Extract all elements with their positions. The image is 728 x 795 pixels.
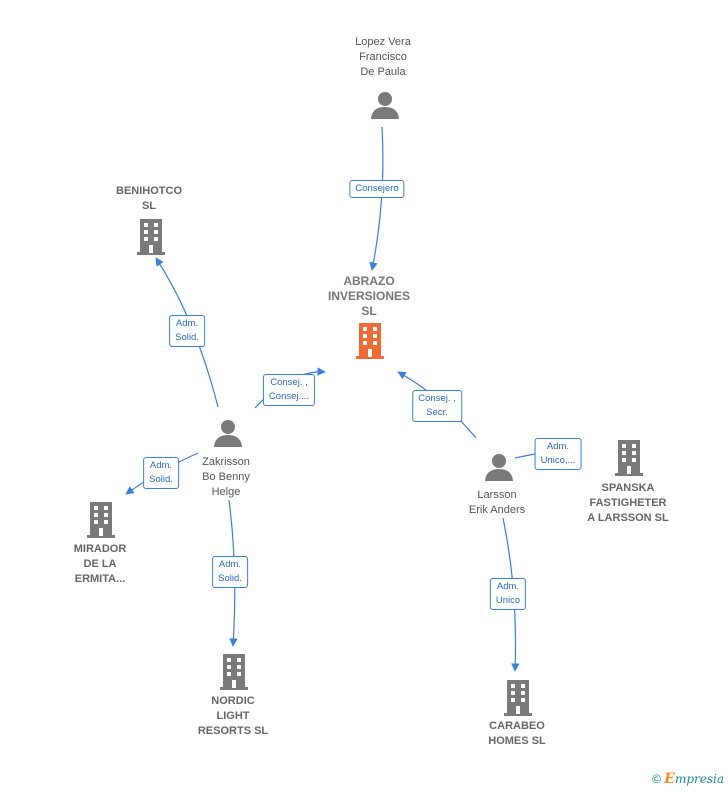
node-label-line: Zakrisson xyxy=(202,456,250,468)
building-icon[interactable] xyxy=(86,502,116,543)
node-label-line: Larsson xyxy=(477,489,517,501)
node-label-line: BENIHOTCO xyxy=(116,185,182,197)
building-icon[interactable] xyxy=(614,440,644,481)
person-icon[interactable] xyxy=(213,418,243,453)
edge-label-larsson-carabeo[interactable]: Adm. Unico xyxy=(489,578,527,610)
logo-initial: E xyxy=(664,771,675,787)
node-label-line: De Paula xyxy=(360,66,406,78)
node-label-benihotco[interactable]: BENIHOTCO SL xyxy=(116,184,182,214)
node-label-line: HOMES SL xyxy=(488,735,546,747)
edge-label-line: Consej. , xyxy=(418,393,456,404)
node-label-line: LIGHT xyxy=(216,710,250,722)
person-icon[interactable] xyxy=(484,452,514,487)
node-label-line: SPANSKA xyxy=(601,482,655,494)
person-icon[interactable] xyxy=(370,90,400,125)
node-label-line: DE LA xyxy=(83,558,117,570)
node-label-larsson[interactable]: Larsson Erik Anders xyxy=(469,488,525,518)
edge-label-line: Consejero xyxy=(355,183,399,194)
node-label-abrazo[interactable]: ABRAZO INVERSIONES SL xyxy=(328,274,410,319)
node-label-line: Francisco xyxy=(359,51,407,63)
node-label-line: SL xyxy=(361,304,377,318)
copyright-symbol: © xyxy=(652,772,661,786)
edge-label-line: Solid. xyxy=(149,474,173,485)
edge-label-line: Adm. xyxy=(149,460,173,471)
copyright-notice: © Empresia xyxy=(652,771,724,787)
edge-label-line: Adm. xyxy=(175,318,199,329)
building-icon[interactable] xyxy=(219,654,249,695)
node-label-line: A LARSSON SL xyxy=(587,512,669,524)
node-label-line: NORDIC xyxy=(211,695,255,707)
node-label-zakrisson[interactable]: Zakrisson Bo Benny Helge xyxy=(202,455,250,500)
node-label-line: Lopez Vera xyxy=(355,36,411,48)
edge-label-zakrisson-abrazo[interactable]: Consej. , Consej.... xyxy=(262,374,316,406)
edge-label-zakrisson-mirador[interactable]: Adm. Solid. xyxy=(143,457,179,489)
node-label-line: CARABEO xyxy=(489,720,545,732)
node-label-line: INVERSIONES xyxy=(327,289,411,303)
node-label-nordic[interactable]: NORDIC LIGHT RESORTS SL xyxy=(198,694,268,739)
edge-label-line: Solid. xyxy=(218,573,242,584)
building-icon[interactable] xyxy=(355,323,385,364)
building-icon[interactable] xyxy=(503,680,533,721)
edge-label-line: Secr. xyxy=(426,407,448,418)
node-label-line: ERMITA... xyxy=(74,573,126,585)
edge-label-larsson-spanska[interactable]: Adm. Unico,... xyxy=(534,438,582,470)
node-label-spanska[interactable]: SPANSKA FASTIGHETER A LARSSON SL xyxy=(587,481,669,526)
node-label-line: Bo Benny xyxy=(202,471,250,483)
edge-label-line: Solid. xyxy=(175,332,199,343)
edge-label-zakrisson-nordic[interactable]: Adm. Solid. xyxy=(212,556,248,588)
edge-label-line: Adm. xyxy=(218,559,242,570)
node-label-line: RESORTS SL xyxy=(197,725,269,737)
node-label-line: Erik Anders xyxy=(468,504,526,516)
logo-text: mpresia xyxy=(674,772,724,786)
node-label-line: FASTIGHETER xyxy=(589,497,667,509)
edge-label-line: Unico,... xyxy=(540,455,576,466)
edge-label-line: Adm. xyxy=(546,441,570,452)
edge-label-zakrisson-benihotco[interactable]: Adm. Solid. xyxy=(169,315,205,347)
node-label-mirador[interactable]: MIRADOR DE LA ERMITA... xyxy=(74,542,127,587)
edge-label-line: Adm. xyxy=(496,581,520,592)
edge-label-line: Consej.... xyxy=(268,391,310,402)
edge-label-line: Consej. , xyxy=(270,377,308,388)
edge-line-lopez-abrazo xyxy=(369,126,384,271)
node-label-line: MIRADOR xyxy=(73,543,127,555)
node-label-line: SL xyxy=(141,200,157,212)
empresia-logo[interactable]: Empresia xyxy=(664,771,724,787)
building-icon[interactable] xyxy=(136,219,166,260)
node-label-line: ABRAZO xyxy=(343,274,395,288)
edge-label-lopez-abrazo[interactable]: Consejero xyxy=(349,180,405,198)
node-label-carabeo[interactable]: CARABEO HOMES SL xyxy=(488,719,545,749)
edge-label-line: Unico xyxy=(495,595,521,606)
node-label-lopez[interactable]: Lopez Vera Francisco De Paula xyxy=(355,35,411,80)
node-label-line: Helge xyxy=(211,486,241,498)
edge-label-larsson-abrazo[interactable]: Consej. , Secr. xyxy=(412,390,462,422)
